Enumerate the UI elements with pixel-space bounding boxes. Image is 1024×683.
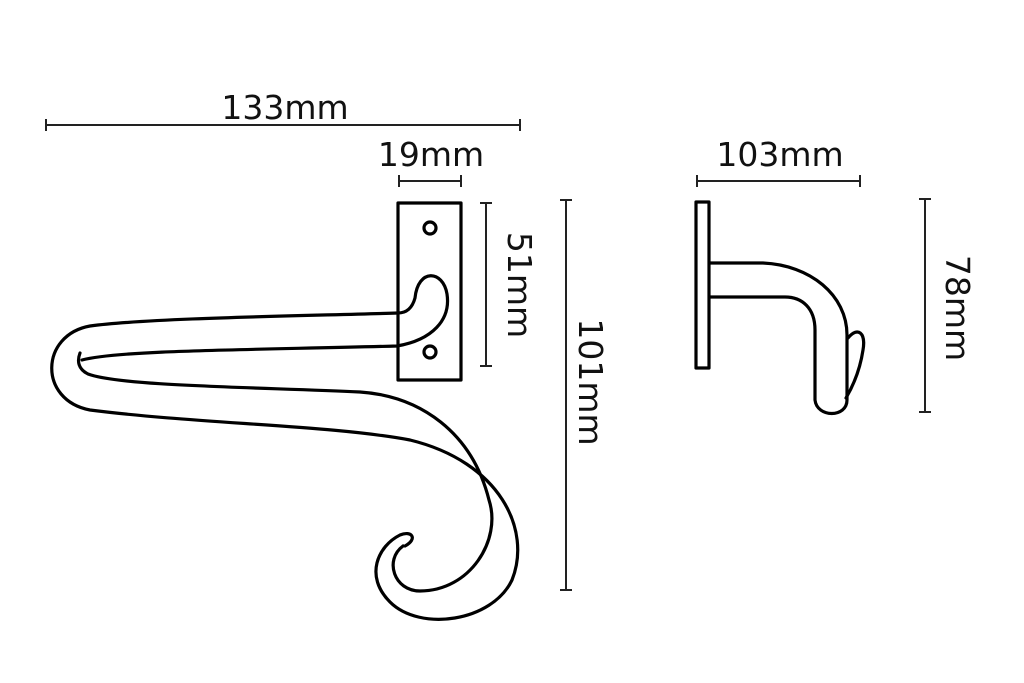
screw-hole-bottom [422,344,438,360]
label-plate-width: 19mm [378,135,484,174]
backplate [396,201,463,382]
dim-side-projection: 103mm [696,135,861,187]
hook-inner-curl [76,351,494,593]
dim-front-height: 101mm [560,199,610,591]
screw-hole-top [422,220,438,236]
label-side-projection: 103mm [716,135,843,174]
label-front-width: 133mm [221,88,348,127]
side-finial [844,330,866,400]
side-arm [708,261,849,415]
side-backplate [694,200,711,370]
dim-plate-width: 19mm [378,135,484,187]
front-view-hook [50,201,520,621]
dim-front-width: 133mm [45,88,521,131]
hook-arm [80,274,450,362]
side-view-hook [694,200,866,415]
label-front-height: 101mm [571,318,610,445]
dim-plate-height: 51mm [480,202,539,367]
label-plate-height: 51mm [500,232,539,338]
label-side-height: 78mm [938,255,977,361]
dim-side-height: 78mm [919,198,977,413]
hook-outer-contour [50,311,520,621]
